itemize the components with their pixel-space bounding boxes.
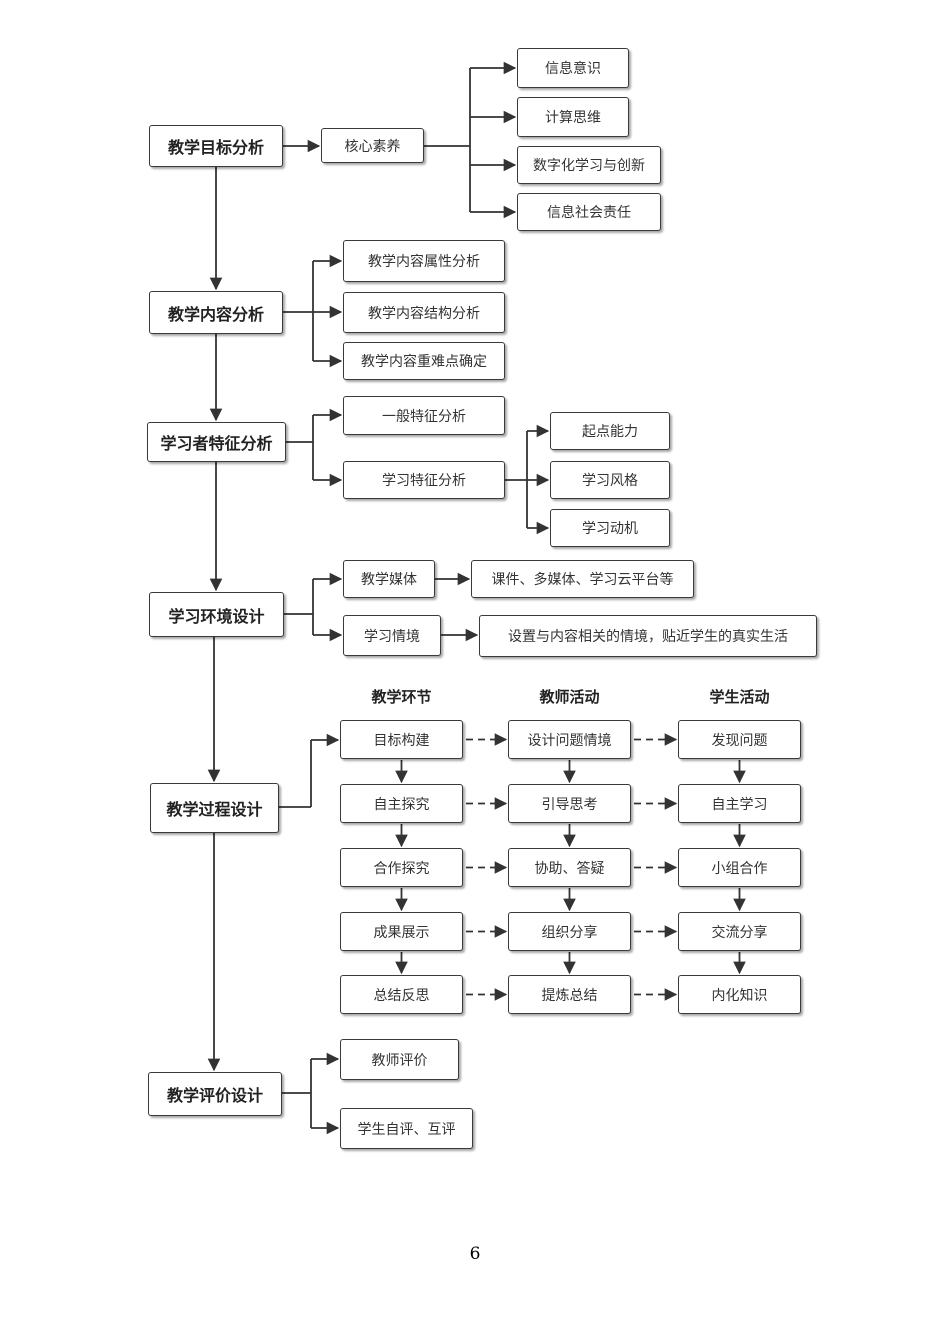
process-step-box: 引导思考 bbox=[508, 784, 631, 823]
process-design-box: 教学过程设计 bbox=[150, 783, 279, 833]
learner-analysis-box: 学习者特征分析 bbox=[147, 422, 286, 462]
process-step-label: 协助、答疑 bbox=[534, 860, 605, 877]
process-step-label: 设计问题情境 bbox=[527, 732, 612, 749]
evaluation-item-label: 学生自评、互评 bbox=[357, 1121, 456, 1138]
goal-item-box: 计算思维 bbox=[517, 97, 629, 137]
evaluation-item-label: 教师评价 bbox=[371, 1052, 428, 1069]
process-step-box: 提炼总结 bbox=[508, 975, 631, 1014]
learner-sub-box: 学习风格 bbox=[550, 461, 670, 499]
process-step-label: 总结反思 bbox=[373, 987, 430, 1004]
process-step-box: 目标构建 bbox=[340, 720, 463, 759]
process-step-box: 内化知识 bbox=[678, 975, 801, 1014]
process-step-box: 总结反思 bbox=[340, 975, 463, 1014]
process-step-label: 引导思考 bbox=[541, 796, 598, 813]
process-step-label: 目标构建 bbox=[373, 732, 430, 749]
goal-analysis-label: 教学目标分析 bbox=[167, 138, 264, 157]
process-step-label: 交流分享 bbox=[711, 924, 768, 941]
content-item-label: 教学内容结构分析 bbox=[368, 305, 480, 322]
evaluation-design-box: 教学评价设计 bbox=[148, 1072, 282, 1116]
process-step-box: 合作探究 bbox=[340, 848, 463, 887]
process-step-label: 内化知识 bbox=[711, 987, 768, 1004]
learning-feature-label: 学习特征分析 bbox=[382, 473, 466, 489]
content-item-label: 教学内容属性分析 bbox=[368, 254, 480, 270]
process-step-box: 自主探究 bbox=[340, 784, 463, 823]
process-step-box: 成果展示 bbox=[340, 912, 463, 951]
page-number: 6 bbox=[469, 1244, 481, 1264]
evaluation-design-label: 教学评价设计 bbox=[166, 1086, 263, 1105]
goal-item-label: 数字化学习与创新 bbox=[533, 158, 645, 174]
learner-analysis-label: 学习者特征分析 bbox=[160, 434, 273, 453]
learner-sub-label: 学习动机 bbox=[582, 521, 638, 537]
process-step-label: 小组合作 bbox=[711, 860, 768, 877]
situation-label: 学习情境 bbox=[364, 628, 420, 645]
process-column-header: 教学环节 bbox=[371, 688, 432, 706]
evaluation-item-box: 教师评价 bbox=[340, 1039, 459, 1080]
process-step-box: 自主学习 bbox=[678, 784, 801, 823]
media-box: 教学媒体 bbox=[343, 560, 435, 598]
environment-design-box: 学习环境设计 bbox=[149, 592, 284, 637]
media-detail-label: 课件、多媒体、学习云平台等 bbox=[491, 572, 674, 588]
goal-item-label: 信息意识 bbox=[545, 61, 601, 77]
general-feature-box: 一般特征分析 bbox=[343, 396, 505, 435]
general-feature-label: 一般特征分析 bbox=[382, 408, 466, 425]
process-step-box: 组织分享 bbox=[508, 912, 631, 951]
evaluation-item-box: 学生自评、互评 bbox=[340, 1108, 473, 1149]
process-step-label: 成果展示 bbox=[373, 924, 430, 941]
goal-item-label: 计算思维 bbox=[545, 110, 601, 126]
process-column-header: 学生活动 bbox=[709, 688, 770, 706]
learner-sub-label: 学习风格 bbox=[582, 473, 638, 489]
process-step-box: 设计问题情境 bbox=[508, 720, 631, 759]
process-step-box: 交流分享 bbox=[678, 912, 801, 951]
process-step-label: 组织分享 bbox=[541, 924, 598, 941]
situation-box: 学习情境 bbox=[343, 615, 441, 656]
process-design-label: 教学过程设计 bbox=[166, 800, 263, 819]
media-label: 教学媒体 bbox=[361, 572, 417, 588]
content-item-box: 教学内容重难点确定 bbox=[343, 342, 505, 380]
content-analysis-label: 教学内容分析 bbox=[167, 304, 264, 324]
process-column-header: 教师活动 bbox=[539, 688, 600, 706]
learning-feature-box: 学习特征分析 bbox=[343, 461, 505, 499]
environment-design-label: 学习环境设计 bbox=[168, 606, 265, 626]
goal-item-box: 数字化学习与创新 bbox=[517, 146, 661, 184]
process-step-label: 提炼总结 bbox=[541, 987, 598, 1004]
content-item-box: 教学内容属性分析 bbox=[343, 240, 505, 282]
situation-detail-label: 设置与内容相关的情境，贴近学生的真实生活 bbox=[508, 629, 788, 645]
core-literacy-box: 核心素养 bbox=[321, 128, 424, 163]
process-step-label: 自主探究 bbox=[373, 796, 430, 813]
process-step-box: 发现问题 bbox=[678, 720, 801, 759]
process-step-box: 小组合作 bbox=[678, 848, 801, 887]
process-step-label: 发现问题 bbox=[711, 732, 768, 749]
content-item-box: 教学内容结构分析 bbox=[343, 292, 505, 333]
goal-item-box: 信息社会责任 bbox=[517, 193, 661, 231]
content-analysis-box: 教学内容分析 bbox=[149, 291, 283, 334]
content-item-label: 教学内容重难点确定 bbox=[361, 354, 487, 370]
situation-detail-box: 设置与内容相关的情境，贴近学生的真实生活 bbox=[479, 615, 817, 657]
learner-sub-label: 起点能力 bbox=[582, 424, 638, 440]
media-detail-box: 课件、多媒体、学习云平台等 bbox=[471, 560, 694, 598]
learner-sub-box: 学习动机 bbox=[550, 509, 670, 547]
goal-item-box: 信息意识 bbox=[517, 48, 629, 88]
learner-sub-box: 起点能力 bbox=[550, 412, 670, 450]
process-step-label: 自主学习 bbox=[711, 796, 768, 813]
process-step-label: 合作探究 bbox=[373, 860, 430, 877]
goal-item-label: 信息社会责任 bbox=[547, 205, 631, 221]
process-step-box: 协助、答疑 bbox=[508, 848, 631, 887]
core-literacy-label: 核心素养 bbox=[344, 138, 401, 155]
goal-analysis-box: 教学目标分析 bbox=[149, 125, 283, 167]
